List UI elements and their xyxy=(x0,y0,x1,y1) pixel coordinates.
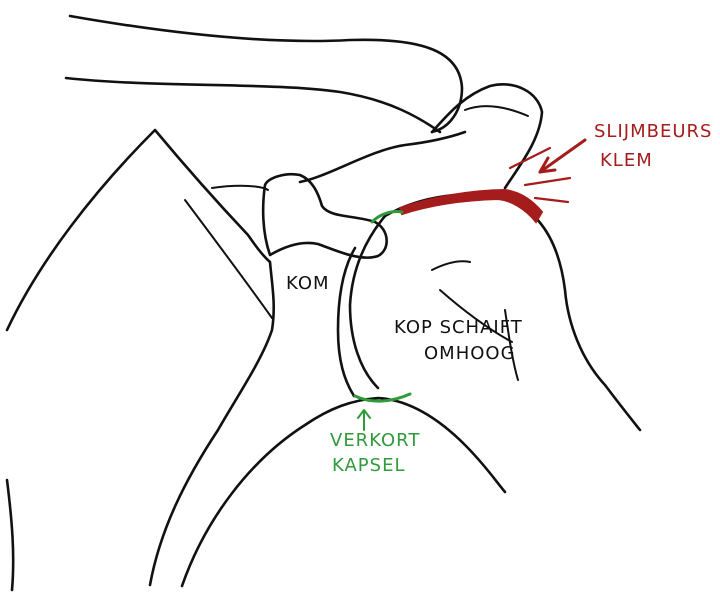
humeral-shaft-outline xyxy=(182,398,505,586)
coracoid-outline xyxy=(263,174,387,257)
scapula-spine-line xyxy=(185,200,272,318)
humeral-head-mark-1 xyxy=(432,261,470,270)
label-slijmbeurs-line1: SLIJMBEURS xyxy=(594,121,712,142)
label-kop-line1: KOP SCHAIFT xyxy=(394,317,523,338)
coracoid-base-line xyxy=(212,186,268,190)
bursa-arrow-shaft xyxy=(540,140,585,172)
glenoid xyxy=(338,248,355,396)
glenoid-rim xyxy=(338,248,355,396)
clavicle-top-edge xyxy=(70,16,462,132)
label-verkort-line2: KAPSEL xyxy=(332,455,405,476)
acromion-inner-line xyxy=(465,106,528,116)
humeral-head-left-curve xyxy=(350,216,385,388)
label-kom: KOM xyxy=(286,273,330,294)
bursa-pressure-line-3 xyxy=(535,198,568,202)
coracoid-process xyxy=(212,174,387,257)
acromion-underside xyxy=(300,132,465,182)
humeral-head xyxy=(350,194,640,430)
clavicle-acromion xyxy=(66,16,542,188)
humeral-head-outline xyxy=(385,194,640,430)
label-slijmbeurs-line2: KLEM xyxy=(600,150,653,171)
scapula-left-edge xyxy=(7,480,13,590)
bursa-pressure-line-2 xyxy=(525,178,570,185)
clavicle-bottom-edge xyxy=(66,78,440,132)
scapula-outline xyxy=(7,130,274,585)
label-kop-line2: OMHOOG xyxy=(424,343,516,364)
capsule-top xyxy=(372,211,402,222)
scapula xyxy=(7,130,274,590)
humeral-shaft xyxy=(182,398,505,586)
label-verkort-line1: VERKORT xyxy=(330,430,420,451)
capsule-arrow xyxy=(358,410,370,430)
bursa-highlight xyxy=(400,140,585,222)
bursa-band xyxy=(400,190,542,222)
